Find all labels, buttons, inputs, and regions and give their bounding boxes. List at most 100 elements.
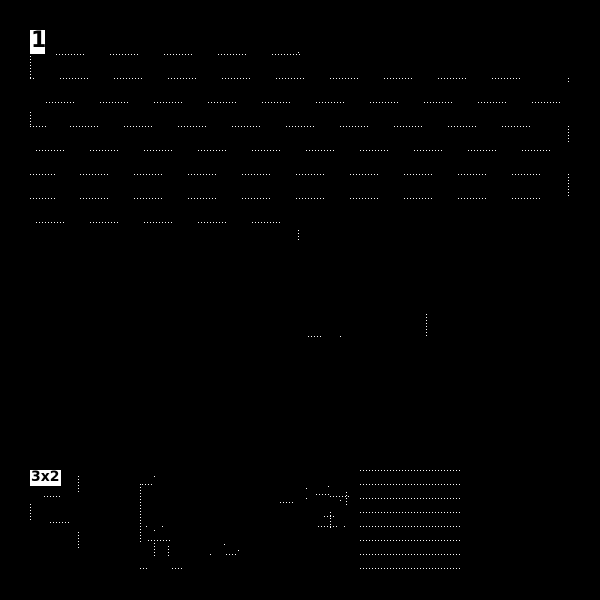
dotted-dash <box>360 512 460 513</box>
dotted-dash <box>568 174 569 198</box>
dotted-dash <box>360 526 460 527</box>
dotted-dash <box>80 198 110 199</box>
dot <box>306 498 307 499</box>
dotted-dash <box>46 102 76 103</box>
dotted-dash <box>140 484 141 544</box>
dotted-dash <box>30 198 56 199</box>
dotted-dash <box>360 470 460 471</box>
dotted-dash <box>78 532 79 550</box>
panel-label-bottom: 3x2 <box>30 469 61 486</box>
dotted-dash <box>350 174 380 175</box>
dotted-dash <box>316 494 330 495</box>
dot <box>162 526 163 527</box>
dotted-dash <box>330 512 331 530</box>
dotted-dash <box>140 568 148 569</box>
dotted-dash <box>426 314 427 338</box>
dotted-dash <box>448 126 478 127</box>
dot <box>340 336 341 337</box>
dotted-dash <box>30 56 31 78</box>
dot <box>154 530 155 531</box>
dotted-dash <box>522 150 552 151</box>
dotted-dash <box>218 54 248 55</box>
dotted-dash <box>148 540 170 541</box>
dotted-dash <box>164 54 194 55</box>
dotted-dash <box>110 54 140 55</box>
dotted-dash <box>532 102 562 103</box>
dotted-dash <box>142 484 152 485</box>
dotted-dash <box>242 174 272 175</box>
dotted-dash <box>360 150 390 151</box>
dotted-dash <box>80 174 110 175</box>
dotted-dash <box>252 150 282 151</box>
dotted-dash <box>134 198 164 199</box>
dotted-dash <box>478 102 508 103</box>
dotted-dash <box>404 174 434 175</box>
dotted-dash <box>172 568 182 569</box>
dotted-dash <box>60 78 90 79</box>
dot <box>306 488 307 489</box>
dotted-dash <box>36 222 66 223</box>
dotted-dash <box>424 102 454 103</box>
dotted-dash <box>512 198 542 199</box>
dotted-dash <box>360 554 460 555</box>
dot <box>328 486 329 487</box>
dotted-dash <box>492 78 522 79</box>
dotted-dash <box>394 126 424 127</box>
dot <box>154 476 155 477</box>
dotted-dash <box>232 126 262 127</box>
dotted-dash <box>360 498 460 499</box>
dotted-dash <box>30 174 56 175</box>
dotted-dash <box>210 554 212 555</box>
dotted-dash <box>208 102 238 103</box>
dot <box>340 500 341 501</box>
dotted-dash <box>50 522 70 523</box>
dotted-dash <box>458 198 488 199</box>
dotted-dash <box>56 54 86 55</box>
dotted-dash <box>154 540 155 556</box>
dotted-dash <box>178 126 208 127</box>
dotted-dash <box>468 150 498 151</box>
dotted-dash <box>308 336 322 337</box>
dotted-dash <box>346 492 347 506</box>
dotted-dash <box>262 102 292 103</box>
dot <box>224 544 225 545</box>
dotted-dash <box>134 174 164 175</box>
dotted-dash <box>36 150 66 151</box>
dot <box>298 52 299 53</box>
dotted-dash <box>318 526 338 527</box>
dotted-dash <box>30 112 31 126</box>
dotted-dash <box>360 568 460 569</box>
dotted-dash <box>384 78 414 79</box>
dotted-dash <box>296 198 326 199</box>
dotted-dash <box>330 496 350 497</box>
dotted-dash <box>90 222 120 223</box>
dotted-dash <box>286 126 316 127</box>
dotted-dash <box>404 198 434 199</box>
dotted-dash <box>316 102 346 103</box>
dotted-dash <box>360 484 460 485</box>
dotted-dash <box>330 78 360 79</box>
dotted-dash <box>188 198 218 199</box>
dotted-dash <box>30 504 31 522</box>
dotted-dash <box>30 126 46 127</box>
dotted-dash <box>78 476 79 494</box>
dotted-dash <box>350 198 380 199</box>
dotted-dash <box>298 230 299 240</box>
dotted-dash <box>296 174 326 175</box>
dotted-dash <box>458 174 488 175</box>
dotted-dash <box>360 540 460 541</box>
dotted-dash <box>512 174 542 175</box>
dotted-dash <box>44 496 62 497</box>
dot <box>146 526 147 527</box>
dotted-dash <box>90 150 120 151</box>
dotted-dash <box>568 126 569 144</box>
dotted-dash <box>276 78 306 79</box>
dotted-dash <box>70 126 100 127</box>
dotted-dash <box>252 222 282 223</box>
dotted-dash <box>100 102 130 103</box>
dotted-dash <box>414 150 444 151</box>
dotted-dash <box>198 222 228 223</box>
panel-label-top: 1 <box>30 28 47 54</box>
dotted-dash <box>168 78 198 79</box>
dotted-dash <box>144 222 174 223</box>
